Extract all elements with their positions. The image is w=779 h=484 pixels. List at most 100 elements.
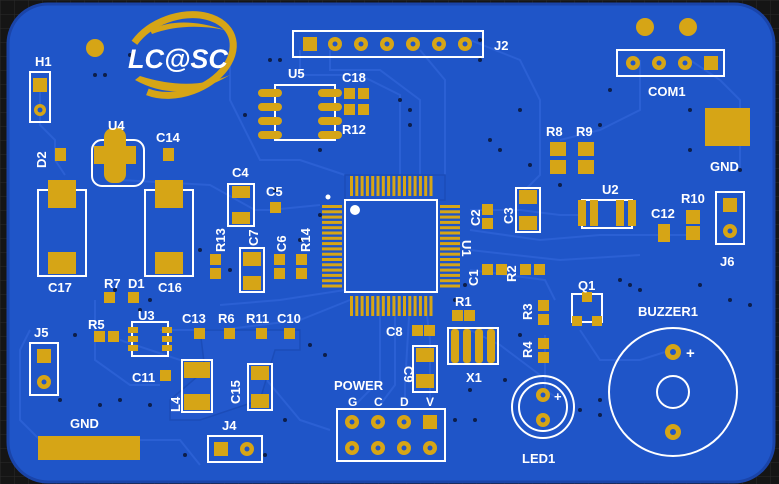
c1-label: C1 [466,269,481,286]
c18-label: C18 [342,70,366,85]
power-header [336,408,446,462]
j2-header [292,30,484,58]
gnd-bottom-label: GND [70,416,99,431]
gnd-pad-bottom [38,436,140,460]
pin-d-label: D [400,395,409,409]
mcu-pin [413,296,417,316]
j6-header [715,191,745,245]
j4-label: J4 [222,418,237,433]
lcsc-logo: LC@SC [123,11,237,99]
r3-label: R3 [520,303,535,320]
mcu-pin [365,176,369,196]
mcu-pin [413,176,417,196]
c3-capacitor [515,187,541,233]
mcu-pin [387,296,391,316]
r13-pad [210,254,221,265]
c13-pad [194,328,205,339]
r3-pad [538,300,549,311]
c6-label: C6 [274,235,289,252]
c15-capacitor [247,363,273,411]
l4-label: L4 [168,396,183,412]
logo-text: LC@SC [128,44,228,74]
c14-label: C14 [156,130,181,145]
r11-label: R11 [246,311,269,326]
r2-pad-2 [534,264,545,275]
j5-header [29,342,59,396]
mcu-pin [381,176,385,196]
mcu-pin [355,296,359,316]
u1-microcontroller [325,194,438,293]
mcu-pin [322,220,342,224]
mcu-pin [322,268,342,272]
mcu-pin [440,220,460,224]
led-plus-label: + [554,389,562,404]
r2-pad [520,264,531,275]
mcu-pin [440,210,460,214]
mcu-pin [350,296,353,316]
mcu-pin [440,268,460,272]
mcu-pin [424,296,428,316]
r11-pad [256,328,267,339]
power-label: POWER [334,378,384,393]
x1-label: X1 [466,370,482,385]
gnd-pad-top [705,108,750,146]
r9-pad-2 [578,160,594,174]
mcu-pin [322,247,342,251]
u3-ic [128,321,172,357]
mcu-pin [440,205,460,208]
gnd-top-label: GND [710,159,739,174]
r2-label: R2 [504,265,519,282]
c11-pad [160,370,171,381]
r3-pad-2 [538,314,549,325]
mcu-pin [440,242,460,246]
mcu-pin [440,263,460,267]
j2-label: J2 [494,38,508,53]
mcu-pin [355,176,359,196]
c16-label: C16 [158,280,182,295]
mcu-pin [403,176,406,196]
u5-ic [258,84,342,141]
c8-pad [412,325,423,336]
r12-pad [358,88,369,99]
mcu-pin [322,236,342,240]
mcu-pin [408,296,412,316]
mounting-pad-tr1 [636,18,654,36]
d2-label: D2 [34,151,49,168]
mcu-pin [322,242,342,246]
c6-pad [274,254,285,265]
buzzer-plus-label: + [686,345,695,362]
mcu-pin [418,296,422,316]
mcu-pin [440,252,460,256]
mcu-pin [322,258,342,261]
mcu-pin [322,231,342,235]
c14-pad [163,148,174,161]
mcu-pin [424,176,428,196]
mcu-pin [440,279,460,283]
r14-pad [296,254,307,265]
mcu-pin [322,284,342,288]
com1-label: COM1 [648,84,686,99]
r8-label: R8 [546,124,563,139]
c12-pad-2 [658,232,670,242]
mcu-pin [440,231,460,235]
c10-pad [284,328,295,339]
r7-label: R7 [104,276,121,291]
r14-label: R14 [298,227,313,252]
r13-label: R13 [213,228,228,252]
c4-label: C4 [232,165,249,180]
u1-pins [322,176,460,316]
q1-transistor [571,292,603,326]
c5-label: C5 [266,184,283,199]
mcu-pin [365,296,369,316]
r14-pad-2 [296,268,307,279]
r8-pad [550,142,566,156]
mcu-pin [360,296,364,316]
mcu-pin [440,236,460,240]
u2-label: U2 [602,182,619,197]
c7-label: C7 [246,229,261,246]
mcu-pin [322,273,342,277]
x1-crystal [447,327,499,365]
pin-v-label: V [426,395,434,409]
r1-label: R1 [455,294,472,309]
